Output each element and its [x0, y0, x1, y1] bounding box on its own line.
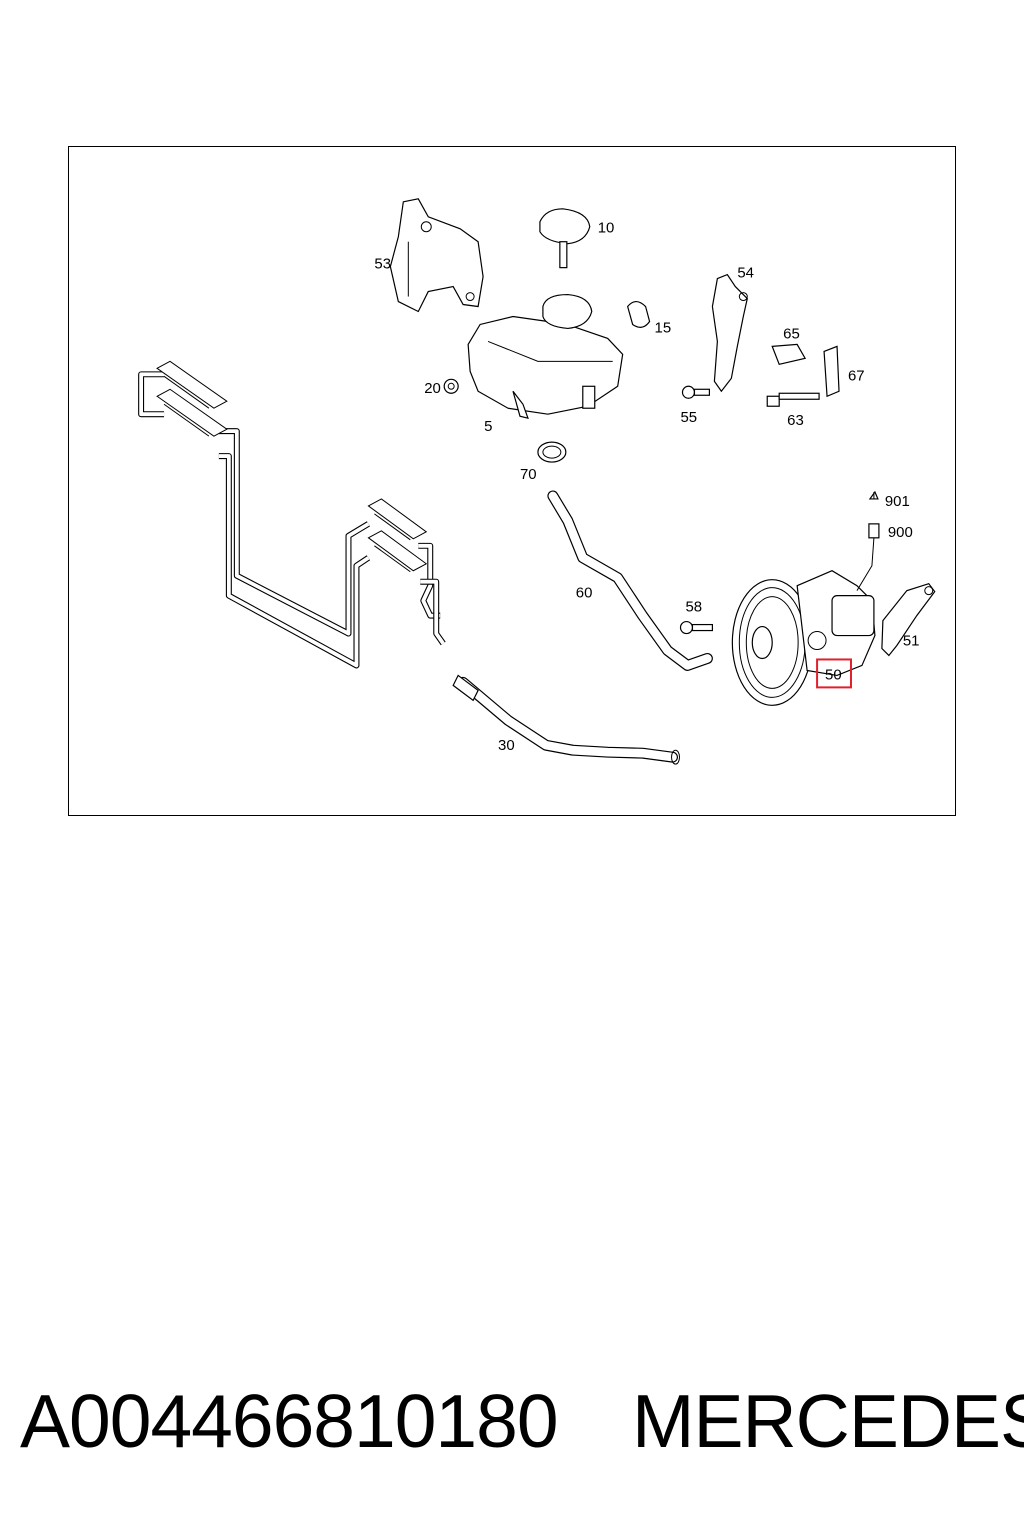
reservoir-5-part [467, 293, 624, 420]
oil-cooler-part [138, 360, 446, 669]
bolt-20-part [443, 378, 459, 394]
callout-55: 55 [680, 409, 697, 426]
callout-900: 900 [888, 524, 913, 541]
callout-50: 50 [825, 666, 842, 683]
callout-30: 30 [498, 737, 515, 754]
callout-67: 67 [848, 367, 865, 384]
callout-53: 53 [374, 256, 391, 273]
highlight-box [816, 658, 852, 689]
bolt-58-part [679, 620, 713, 635]
clip-15-part [626, 300, 651, 328]
parts-diagram-frame: 53 10 5 20 15 70 [68, 146, 956, 816]
footer: A004466810180 MERCEDES [0, 1370, 1024, 1470]
sleeve-67-part [823, 345, 840, 398]
stud-63-part [766, 392, 820, 407]
callout-15: 15 [655, 319, 672, 336]
callout-51: 51 [903, 633, 920, 650]
bracket-53-part [389, 198, 484, 313]
callout-10: 10 [598, 220, 615, 237]
seal-901-part [868, 490, 879, 500]
callout-20: 20 [424, 380, 441, 397]
brand-name: MERCEDES [632, 1379, 1024, 1463]
bolt-55-part [681, 385, 711, 399]
callout-70: 70 [520, 466, 537, 483]
bracket-51-part [881, 582, 936, 657]
hose-60-part [547, 490, 713, 671]
callout-58: 58 [685, 599, 702, 616]
callout-5: 5 [484, 418, 492, 435]
pipe-30-part [452, 674, 680, 765]
part-number: A004466810180 [20, 1379, 559, 1463]
callout-63: 63 [787, 412, 804, 429]
callout-65: 65 [783, 325, 800, 342]
bracket-54-part [711, 273, 748, 393]
callout-60: 60 [576, 585, 593, 602]
sensor-900-part [856, 523, 880, 591]
parts-diagram: 53 10 5 20 15 70 [138, 198, 936, 765]
callout-54: 54 [737, 265, 754, 282]
plate-65-part [771, 343, 807, 366]
cap-10-part [539, 208, 591, 269]
clamp-70-part [537, 441, 567, 463]
pump-50-part [731, 570, 876, 706]
callout-901: 901 [885, 493, 910, 510]
